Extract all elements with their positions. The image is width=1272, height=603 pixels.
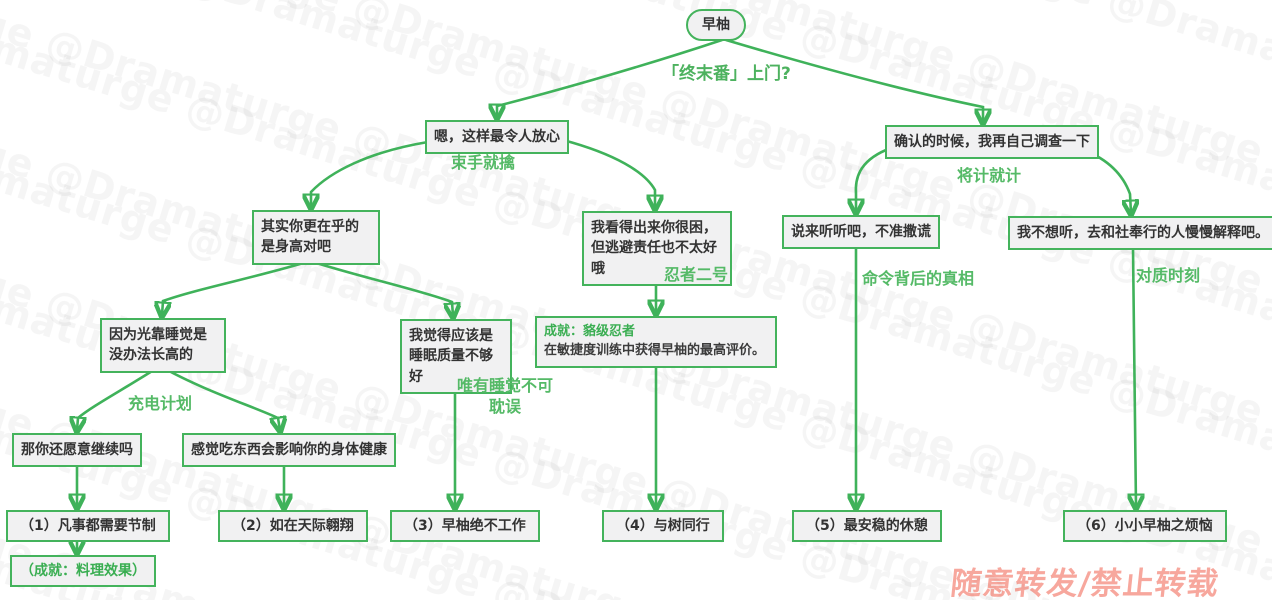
repost-notice: 随意转发/禁止转载 [948, 566, 1221, 602]
bonus-achievement-node: （成就：料理效果） [10, 555, 156, 588]
watermark-text: @Dramaturge @Dramaturge @Dramaturge @Dra… [0, 250, 1272, 600]
choice-node-8: 我觉得应该是睡眠质量不够好 [400, 319, 512, 394]
ending-node-3: （3）早柚绝不工作 [390, 510, 540, 543]
ending-node-2: （2）如在天际翱翔 [218, 510, 368, 543]
route-label-8: 唯有睡觉不可耽误 [456, 376, 553, 416]
choice-node-9: 那你还愿意继续吗 [12, 433, 142, 468]
route-label-1: 束手就擒 [451, 153, 516, 172]
achievement-desc: 在敏捷度训练中获得早柚的最高评价。 [544, 342, 766, 358]
choice-node-1: 嗯，这样最令人放心 [425, 120, 569, 155]
route-label-7: 充电计划 [128, 394, 193, 413]
choice-node-6: 我不想听，去和社奉行的人慢慢解释吧。 [1008, 216, 1272, 251]
watermark-text: @Dramaturge @Dramaturge @Dramaturge @Dra… [0, 0, 1272, 362]
choice-node-2: 确认的时候，我再自己调查一下 [885, 125, 1099, 160]
choice-node-7: 因为光靠睡觉是没办法长高的 [100, 318, 226, 373]
ending-node-4: （4）与树同行 [602, 510, 724, 543]
choice-node-5: 说来听听吧，不准撒谎 [782, 215, 940, 250]
route-label-6: 对质时刻 [1136, 266, 1201, 285]
root-question-label: 「终末番」上门? [662, 64, 791, 84]
choice-node-3: 其实你更在乎的是身高对吧 [252, 210, 380, 265]
choice-node-10: 感觉吃东西会影响你的身体健康 [182, 433, 396, 468]
route-label-2: 将计就计 [957, 166, 1022, 185]
route-label-5: 命令背后的真相 [862, 269, 975, 288]
achievement-box: 成就：貉级忍者 在敏捷度训练中获得早柚的最高评价。 [535, 316, 777, 368]
achievement-title: 成就：貉级忍者 [544, 324, 636, 339]
ending-node-5: （5）最安稳的休憩 [792, 510, 942, 543]
ending-node-6: （6）小小早柚之烦恼 [1063, 510, 1227, 543]
ending-node-1: （1）凡事都需要节制 [6, 510, 170, 543]
route-label-4: 忍者二号 [664, 265, 729, 284]
root-node: 早柚 [686, 9, 746, 42]
